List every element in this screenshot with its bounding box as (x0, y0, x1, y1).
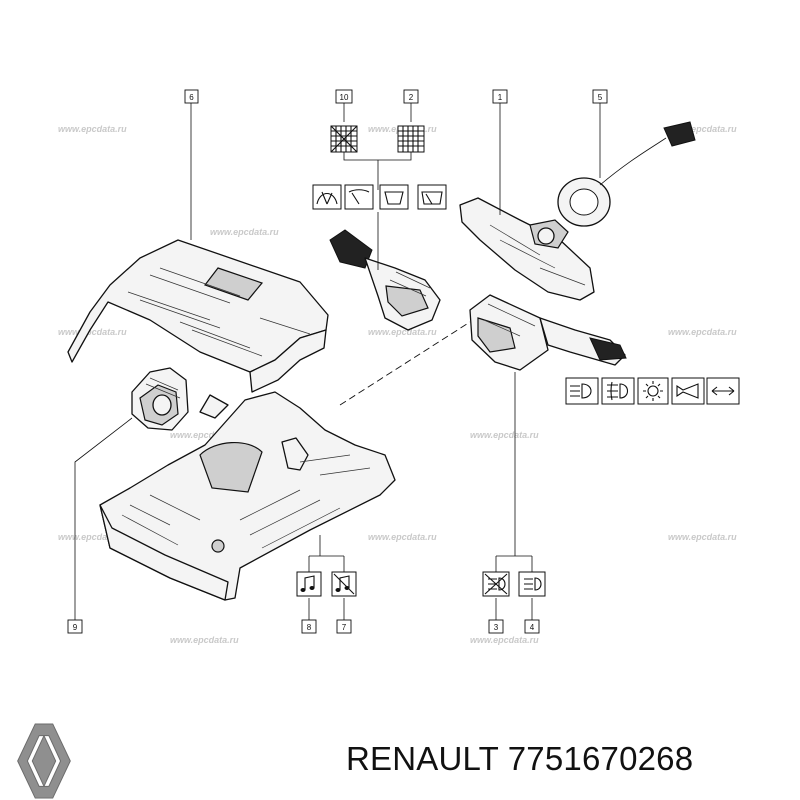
watermark: www.epcdata.ru (210, 227, 279, 237)
watermark: www.epcdata.ru (170, 430, 239, 440)
callout-6: 6 (184, 89, 199, 104)
callout-number: 10 (340, 93, 349, 102)
watermark: www.epcdata.ru (58, 532, 127, 542)
watermark: www.epcdata.ru (368, 532, 437, 542)
callout-2: 2 (403, 89, 419, 104)
rear-wiper-icon (417, 184, 447, 210)
watermark: www.epcdata.ru (668, 532, 737, 542)
low-beam-icon (565, 377, 599, 405)
audio-disabled-icon (331, 571, 357, 597)
upper-column-shroud (67, 239, 329, 419)
crossed-grid-icon (330, 125, 358, 153)
audio-icon (296, 571, 322, 597)
sidelight-icon (637, 377, 669, 405)
callout-number: 7 (342, 623, 347, 632)
callout-5: 5 (592, 89, 608, 104)
fog-light-icon (518, 571, 546, 597)
watermark: www.epcdata.ru (170, 635, 239, 645)
wiper-stalk-switch (329, 229, 441, 331)
brand-part-caption: RENAULT 7751670268 (346, 740, 694, 777)
callout-number: 2 (409, 93, 414, 102)
switch-bracket (459, 197, 595, 301)
callout-number: 8 (307, 623, 312, 632)
horn-icon (671, 377, 705, 405)
callout-number: 4 (530, 623, 535, 632)
watermark: www.epcdata.ru (368, 327, 437, 337)
watermark: www.epcdata.ru (470, 635, 539, 645)
fog-light-icon (601, 377, 635, 405)
wiper-icon (312, 184, 342, 210)
callout-7: 7 (336, 619, 352, 634)
callout-number: 1 (498, 93, 503, 102)
windshield-wiper-icon (344, 184, 374, 210)
callout-3: 3 (488, 619, 504, 634)
callout-number: 6 (189, 93, 194, 102)
leader-lines (74, 103, 601, 620)
renault-diamond-logo (17, 723, 71, 799)
callout-number: 9 (73, 623, 78, 632)
light-switch-knob (131, 367, 189, 431)
assembly-axis-line (339, 321, 471, 406)
watermark: www.epcdata.ru (58, 327, 127, 337)
lower-column-shroud (99, 391, 396, 601)
grid-icon (397, 125, 425, 153)
callout-number: 5 (598, 93, 603, 102)
rotary-connector-ring (557, 121, 696, 227)
callout-4: 4 (524, 619, 540, 634)
watermark: www.epcdata.ru (470, 430, 539, 440)
fog-light-disabled-icon (482, 571, 510, 597)
light-stalk-switch (469, 294, 627, 371)
callout-1: 1 (492, 89, 508, 104)
watermark: www.epcdata.ru (58, 124, 127, 134)
direction-arrow-icon (706, 377, 740, 405)
callout-number: 3 (494, 623, 499, 632)
rear-window-icon (379, 184, 409, 210)
callout-9: 9 (67, 619, 83, 634)
watermark: www.epcdata.ru (668, 327, 737, 337)
watermark: www.epcdata.ru (668, 124, 737, 134)
callout-8: 8 (301, 619, 317, 634)
watermark-layer: www.epcdata.ru www.epcdata.ru www.epcdat… (58, 124, 737, 645)
callout-10: 10 (335, 89, 353, 104)
